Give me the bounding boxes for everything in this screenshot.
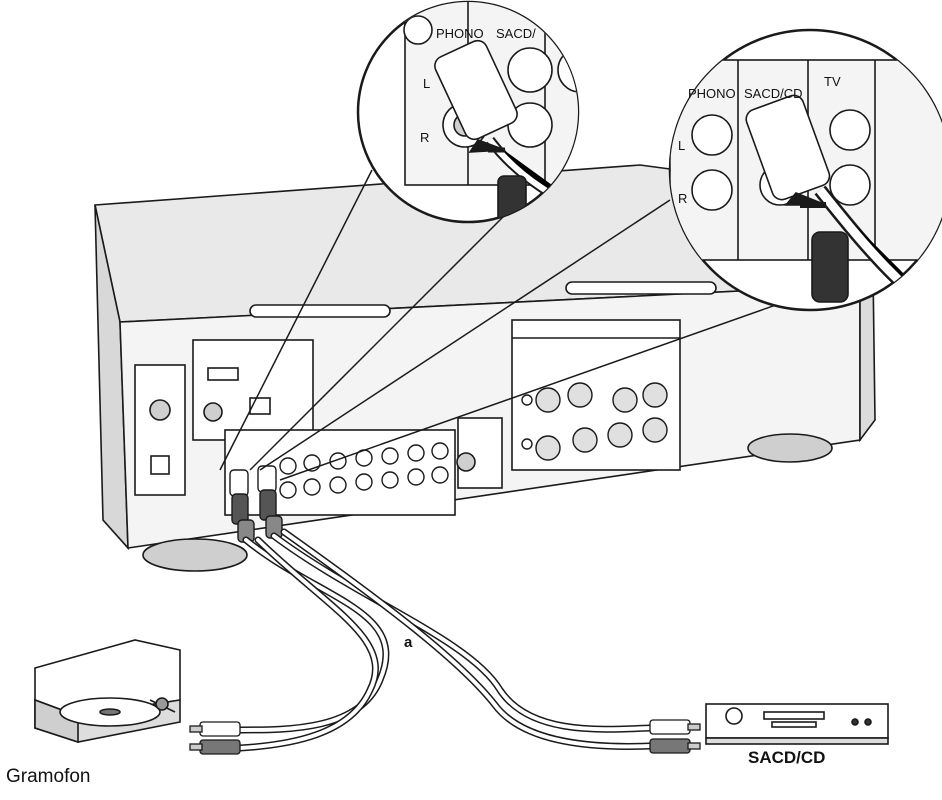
zoom-right: PHONO SACD/CD TV L R [668,28,942,312]
zoom-left-label-l: L [423,76,430,91]
zoom-right-label-sacd-cd: SACD/CD [744,86,803,101]
rca-jacks [279,442,449,499]
turntable-illustration [34,639,181,744]
zoom-right-label-phono: PHONO [688,86,736,101]
turntable-label: Gramofon [6,766,91,787]
zoom-left-label-phono: PHONO [436,26,484,41]
cd-player-label: SACD/CD [748,748,826,767]
zoom-right-label-l: L [678,138,685,153]
rca-plugs-inserted [229,465,283,543]
cable-label: a [404,634,413,651]
zoom-right-label-r: R [678,191,687,206]
cd-plugs [649,719,701,754]
speaker-terminals [521,382,668,461]
zoom-left: PHONO SACD/ L R [356,0,580,224]
zoom-right-label-tv: TV [824,74,841,89]
zoom-left-label-sacd: SACD/ [496,26,536,41]
cd-player-illustration [705,703,889,745]
turntable-plugs [189,721,241,755]
zoom-left-label-r: R [420,130,429,145]
rca-cable-a [236,528,654,752]
